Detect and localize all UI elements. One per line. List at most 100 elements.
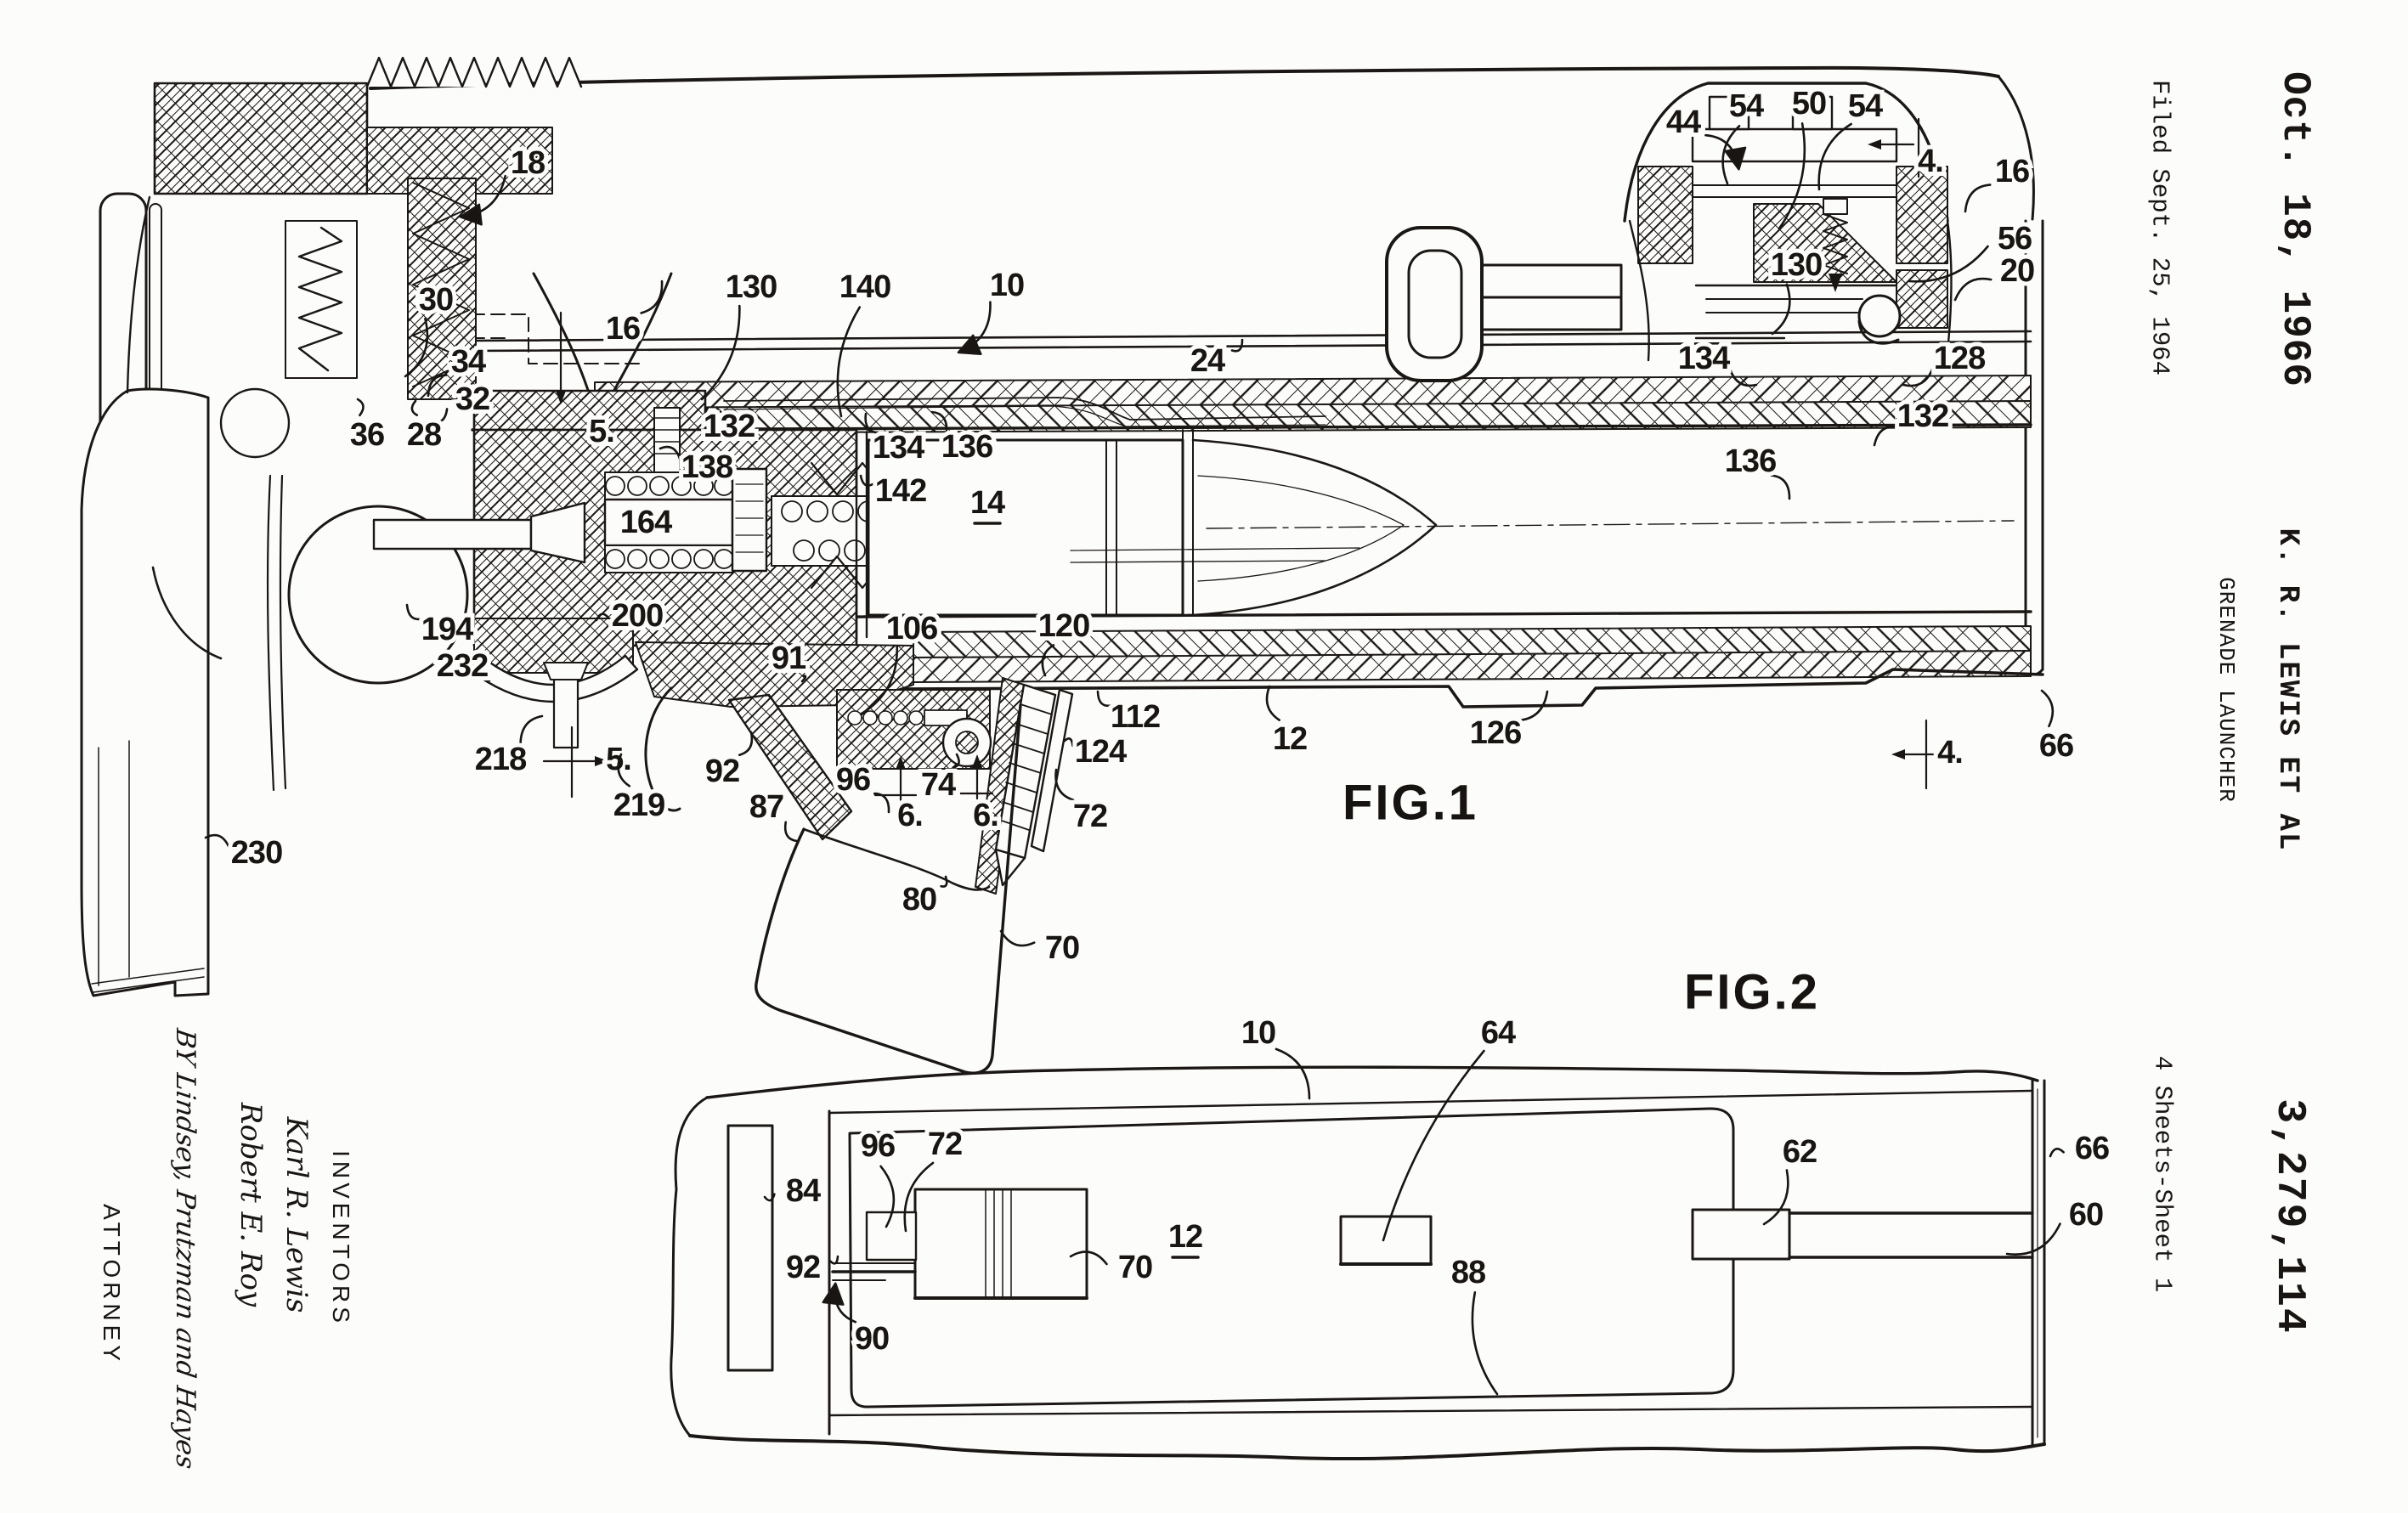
ref-numeral-36: 36: [350, 417, 384, 453]
mag-wall-right: [1030, 688, 1074, 853]
leader-line: [640, 279, 664, 314]
ref-numeral-136: 136: [1725, 443, 1776, 479]
ref-numeral-14: 14: [970, 485, 1005, 521]
sear-spring: [847, 710, 924, 725]
latch-wires: [1705, 298, 1863, 313]
leader-line: [952, 753, 960, 769]
ref-numeral-18: 18: [511, 145, 545, 181]
leader-line: [800, 675, 807, 683]
leader-line: [1721, 125, 1741, 185]
ref-numeral-62: 62: [1783, 1134, 1817, 1170]
stock-rear-edge: [266, 474, 287, 792]
sight-screw-threads: [1823, 213, 1848, 274]
leader-line: [1908, 245, 1989, 283]
publication-date: Oct. 18, 1966: [2273, 71, 2317, 387]
handle-bars: [1480, 263, 1623, 331]
attorney-signature: BY Lindsey, Prutzman and Hayes: [170, 1026, 201, 1471]
ref-numeral-194: 194: [421, 612, 473, 647]
ref-numeral-136: 136: [941, 429, 992, 465]
ref-numeral-74: 74: [921, 767, 956, 803]
leader-line: [1230, 338, 1244, 353]
coil-row-bottom: [605, 549, 734, 569]
breech-knob: [287, 505, 469, 685]
ref-numeral-66: 66: [2039, 728, 2073, 764]
leader-line: [1069, 1250, 1108, 1266]
section6-right-lines: [950, 765, 994, 800]
fig2-bottom-edge: [688, 1434, 2046, 1461]
grenade-body: [867, 438, 1184, 617]
ref-numeral-20: 20: [2000, 253, 2034, 289]
patent-number: 3,279,114: [2266, 1098, 2312, 1335]
ref-numeral-200: 200: [612, 598, 663, 634]
leader-line: [617, 753, 631, 788]
ref-numeral-50: 50: [1792, 86, 1826, 121]
leader-line: [1778, 122, 1806, 230]
leader-line: [2040, 689, 2055, 728]
fig2-top-edge: [705, 1065, 2039, 1099]
sight-channel: [1692, 184, 1897, 198]
leader-line: [1275, 1047, 1311, 1100]
leader-line: [427, 374, 448, 398]
grip-outline: [755, 703, 1022, 1075]
fig2-rail-60: [1788, 1211, 2034, 1259]
section4-bottom-arrow: [1891, 749, 1905, 759]
ref-numeral-112: 112: [1111, 699, 1160, 735]
section-marks: [542, 117, 1939, 802]
grenade-bands: [1105, 429, 1194, 616]
section5-bottom-arrow: [595, 756, 608, 766]
leader-line: [704, 406, 709, 415]
leader-line: [903, 1161, 935, 1233]
screw-138-threads: [653, 417, 681, 454]
leader-line: [1096, 690, 1113, 708]
leader-line: [1964, 183, 1992, 213]
fig2-slot-84: [726, 1124, 774, 1372]
leader-line: [2005, 1222, 2061, 1256]
leader-line: [486, 674, 492, 683]
ref-numeral-4: 4.: [1918, 144, 1943, 179]
leader-line: [1265, 685, 1280, 721]
screw-threads: [412, 182, 470, 387]
leader-line: [204, 833, 230, 849]
leader-line: [1728, 366, 1758, 387]
section6-left-arrow: [896, 756, 906, 770]
leader-line: [873, 792, 890, 814]
butt-block-hatch: [153, 82, 369, 195]
sight-screw-head: [1823, 198, 1848, 215]
ref-numeral-16: 16: [606, 311, 640, 347]
firing-pin-cone: [529, 501, 586, 564]
leader-line: [957, 301, 992, 355]
ref-numeral-28: 28: [407, 417, 441, 453]
liner-line2: [723, 405, 1326, 427]
sight-hatch-left: [1637, 166, 1693, 264]
leader-line: [1041, 644, 1055, 677]
latch-curl-tail: [1857, 319, 1900, 345]
ref-numeral-128: 128: [1934, 341, 1985, 376]
leader-line: [1817, 122, 1852, 191]
leader-line: [405, 603, 424, 621]
sight-bulge: [1623, 82, 1949, 223]
recoil-spring: [297, 226, 343, 372]
leader-line: [700, 304, 741, 401]
ref-numeral-132: 132: [704, 409, 755, 444]
ref-numeral-219: 219: [613, 788, 664, 823]
grenade-ogive: [1191, 438, 1438, 617]
ref-numeral-12: 12: [1273, 721, 1307, 757]
ref-numeral-90: 90: [855, 1321, 889, 1357]
fig1-title: FIG.1: [1342, 775, 1479, 831]
ref-numeral-64: 64: [1481, 1015, 1516, 1051]
ref-numeral-126: 126: [1470, 715, 1521, 751]
leader-line: [404, 318, 429, 378]
fig2-right-wall: [2031, 1079, 2046, 1446]
trigger: [644, 686, 681, 812]
screw-head: [543, 662, 589, 680]
pivot-pin: [219, 387, 291, 459]
sight-lug-left: [1708, 95, 1750, 131]
leader-line: [1063, 737, 1074, 748]
grip-frame-hatch: [727, 693, 853, 841]
leader-line: [1382, 1049, 1485, 1242]
ref-numeral-96: 96: [861, 1128, 895, 1164]
ref-numeral-44: 44: [1666, 104, 1701, 140]
ref-numeral-60: 60: [2069, 1197, 2103, 1233]
